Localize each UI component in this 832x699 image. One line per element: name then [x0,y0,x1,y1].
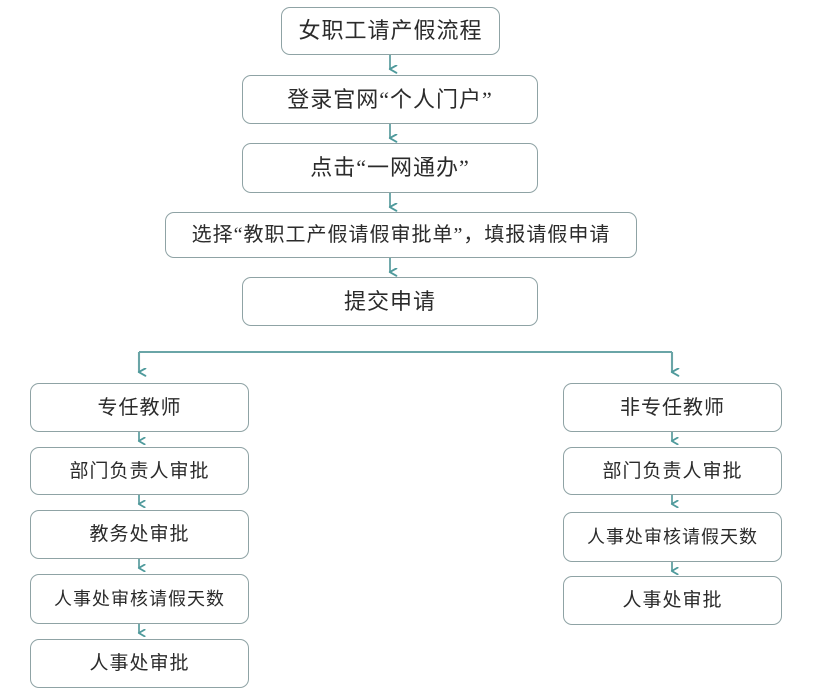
node-left-hr-verify-days[interactable]: 人事处审核请假天数 [30,574,249,624]
node-left-academic-affairs-approval-label: 教务处审批 [89,524,190,545]
node-branch-right-header-label: 非专任教师 [620,396,725,419]
node-right-dept-approval-label: 部门负责人审批 [602,460,743,482]
node-title-label: 女职工请产假流程 [298,18,483,43]
node-right-hr-verify-days-label: 人事处审核请假天数 [587,527,758,547]
node-step-login[interactable]: 登录官网“个人门户” [242,75,538,124]
node-branch-left-header[interactable]: 专任教师 [30,383,249,432]
node-title[interactable]: 女职工请产假流程 [281,7,500,55]
node-branch-left-header-label: 专任教师 [97,396,182,419]
node-left-hr-verify-days-label: 人事处审核请假天数 [54,589,225,609]
node-right-hr-verify-days[interactable]: 人事处审核请假天数 [563,512,782,562]
node-left-hr-approval-label: 人事处审批 [89,653,190,674]
node-step-select-form[interactable]: 选择“教职工产假请假审批单”，填报请假申请 [165,212,637,258]
node-step-click-yiwangtongban-label: 点击“一网通办” [310,155,470,180]
node-right-hr-approval-label: 人事处审批 [622,590,723,611]
node-left-academic-affairs-approval[interactable]: 教务处审批 [30,510,249,559]
node-step-login-label: 登录官网“个人门户” [287,86,493,112]
node-left-dept-approval-label: 部门负责人审批 [69,460,210,482]
node-step-select-form-label: 选择“教职工产假请假审批单”，填报请假申请 [191,224,611,246]
node-right-dept-approval[interactable]: 部门负责人审批 [563,447,782,495]
node-step-click-yiwangtongban[interactable]: 点击“一网通办” [242,143,538,193]
node-left-dept-approval[interactable]: 部门负责人审批 [30,447,249,495]
node-branch-right-header[interactable]: 非专任教师 [563,383,782,432]
node-step-submit[interactable]: 提交申请 [242,277,538,326]
node-left-hr-approval[interactable]: 人事处审批 [30,639,249,688]
node-right-hr-approval[interactable]: 人事处审批 [563,576,782,625]
node-step-submit-label: 提交申请 [343,288,436,314]
